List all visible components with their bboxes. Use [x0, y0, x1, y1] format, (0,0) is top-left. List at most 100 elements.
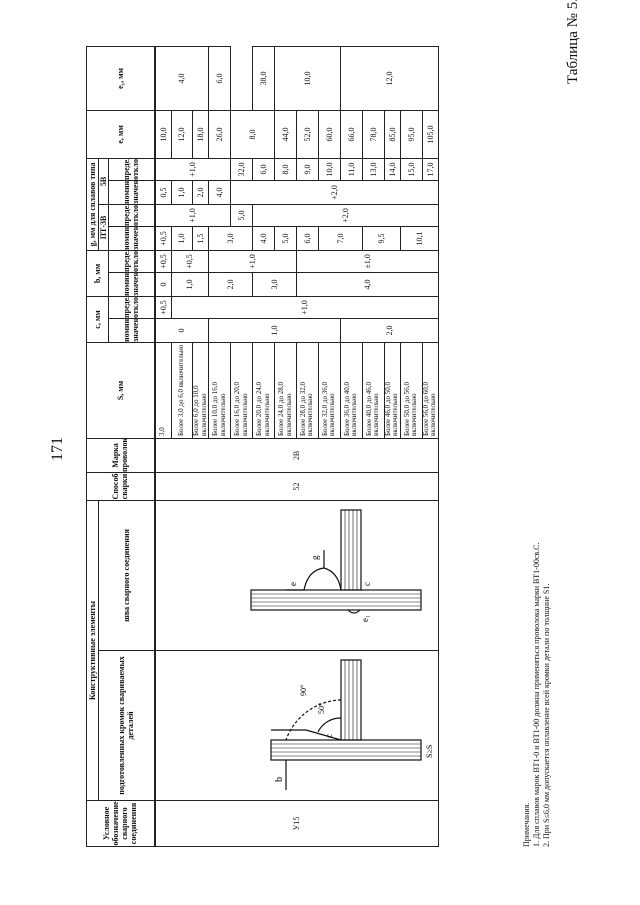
- header-g2-deviation: предельное отклонение: [108, 158, 155, 181]
- wire-cell: 2В: [154, 438, 438, 473]
- s-cell: Более 24,0 до 28,0 включительно: [274, 342, 297, 439]
- g2-nominal-cell: 14,0: [384, 158, 401, 181]
- weld-bead: [302, 567, 342, 591]
- g2-nominal-cell: 13,0: [362, 158, 385, 181]
- s-cell: Более 56,0 до 60,0 включительно: [422, 342, 438, 439]
- c-deviation-cell: +1,0: [171, 296, 438, 319]
- s-cell: Более 46,0 до 50,0 включительно: [384, 342, 401, 439]
- s-cell: Более 36,0 до 40,0 включительно: [340, 342, 363, 439]
- e1-cell: 8,0: [230, 110, 275, 159]
- g2-nominal-cell: 8,0: [274, 158, 297, 181]
- e-cell: 44,0: [274, 110, 297, 159]
- header-c-nominal: номинальное значение: [108, 318, 155, 343]
- b-nominal-cell: 3,0: [252, 272, 297, 297]
- e1-cell: 10,0: [274, 46, 341, 111]
- e1-cell: 12,0: [340, 46, 438, 111]
- e1-cell: 4,0: [154, 46, 209, 111]
- seam-vertical-plate: [249, 589, 422, 611]
- root-bead: [347, 609, 360, 614]
- e-cell: 26,0: [208, 110, 231, 159]
- header-5v: 5В: [98, 158, 109, 205]
- s-cell: Более 16,0 до 20,0 включительно: [230, 342, 253, 439]
- c-nominal-cell: 0: [154, 318, 209, 343]
- s-cell: Более 40,0 до 46,0 включительно: [362, 342, 385, 439]
- drawing-label-c: c: [324, 734, 334, 738]
- b-nominal-cell: 2,0: [208, 272, 253, 297]
- g1-nominal-cell: 10,1: [400, 226, 438, 251]
- g2-nominal-cell: 5,0: [230, 204, 253, 227]
- b-deviation-cell: +1,0: [208, 250, 297, 273]
- e-cell: 12,0: [171, 110, 193, 159]
- note-2: 2. При S≤6,0 мм допускается оплавление в…: [542, 583, 551, 847]
- e-cell: 10,0: [154, 110, 171, 159]
- e-cell: 52,0: [296, 110, 319, 159]
- b-nominal-cell: 0: [154, 272, 171, 297]
- header-e: e, мм: [86, 110, 155, 159]
- g2-nominal-cell: 2,0: [192, 180, 209, 205]
- e-cell: 105,0: [422, 110, 438, 159]
- weld-seam-drawing-cell: e g c e₁: [154, 500, 438, 651]
- b-nominal-cell: 1,0: [171, 272, 209, 297]
- e-cell: 78,0: [362, 110, 385, 159]
- g2-nominal-cell: 9,0: [296, 158, 319, 181]
- seam-label-e1: e₁: [360, 615, 370, 622]
- header-designation: Условное обозначение сварного соединения: [86, 800, 155, 847]
- header-method: Способ сварки: [86, 472, 155, 501]
- weld-seam-drawing: e g c e₁: [249, 509, 422, 622]
- s-cell: Более 6,0 до 10,0 включительно: [192, 342, 209, 439]
- s-cell: 3,0: [154, 342, 171, 439]
- bevel-edge: [270, 729, 341, 741]
- e-cell: 60,0: [318, 110, 341, 159]
- header-s: S, мм: [86, 342, 155, 439]
- page-number: 171: [49, 437, 66, 461]
- g1-nominal-cell: 6,0: [296, 226, 319, 251]
- drawing-angle-50: 50°: [317, 703, 326, 714]
- e-cell: 38,0: [252, 46, 275, 111]
- b-deviation-cell: ±1,0: [296, 250, 438, 273]
- e-cell: 66,0: [340, 110, 363, 159]
- drawing-label-s: S≥S: [425, 745, 434, 758]
- drawing-angle-90: 90°: [299, 685, 308, 696]
- angle-arc-50: [316, 717, 341, 733]
- header-g2-nominal: номинальное значение: [108, 180, 155, 205]
- e-cell: 32,0: [230, 158, 253, 181]
- g2-nominal-cell: 1,0: [171, 180, 193, 205]
- s-cell: Более 50,0 до 56,0 включительно: [400, 342, 422, 439]
- header-b-nominal: номинальное значение: [108, 272, 155, 297]
- drawing-label-b: b: [274, 777, 285, 782]
- header-b: b, мм: [86, 250, 109, 297]
- b-deviation-cell: +0,5: [171, 250, 209, 273]
- table-sheet: Условное обозначение сварного соединения…: [86, 46, 566, 848]
- method-cell: 52: [154, 472, 438, 501]
- header-g1-deviation: предельное отклонение: [108, 204, 155, 227]
- header-e1: e₁, мм: [86, 46, 155, 111]
- g1-nominal-cell: 9,5: [362, 226, 401, 251]
- header-c-deviation: предельное отклонение: [108, 296, 155, 319]
- s-cell: Более 3,0 до 6,0 включительно: [171, 342, 193, 439]
- s-cell: Более 28,0 до 32,0 включительно: [296, 342, 319, 439]
- table-caption: Таблица № 5.65: [565, 0, 581, 84]
- horizontal-plate: [339, 659, 362, 741]
- s-cell: Более 20,0 до 24,0 включительно: [252, 342, 275, 439]
- g2-nominal-cell: 11,0: [340, 158, 363, 181]
- g1-nominal-cell: 3,0: [208, 226, 253, 251]
- g1-nominal-cell: +0,5: [154, 226, 171, 251]
- c-deviation-cell: +0,5: [154, 296, 171, 319]
- c-nominal-cell: 2,0: [340, 318, 438, 343]
- g2-nominal-cell: 4,0: [208, 180, 231, 205]
- g2-nominal-cell: 15,0: [400, 158, 422, 181]
- g1-nominal-cell: 4,0: [252, 226, 275, 251]
- header-g: g, мм для сплавов типа: [86, 158, 99, 251]
- note-1: 1. Для сплавов марок ВТ1-0 и ВТ1-00 долж…: [532, 542, 541, 848]
- header-wire: Марка проволоки: [86, 438, 155, 473]
- vertical-plate: [269, 739, 422, 761]
- header-b-deviation: предельное отклонение: [108, 250, 155, 273]
- e-cell: 85,0: [384, 110, 401, 159]
- g2-nominal-cell: 17,0: [422, 158, 438, 181]
- header-pt3v: ПТ-3В: [98, 204, 109, 251]
- g2-nominal-cell: 6,0: [252, 158, 275, 181]
- c-nominal-cell: 1,0: [208, 318, 341, 343]
- seam-label-c: c: [362, 582, 372, 586]
- header-weld-seam: шва сварного соединения: [98, 500, 155, 651]
- e-cell: 95,0: [400, 110, 422, 159]
